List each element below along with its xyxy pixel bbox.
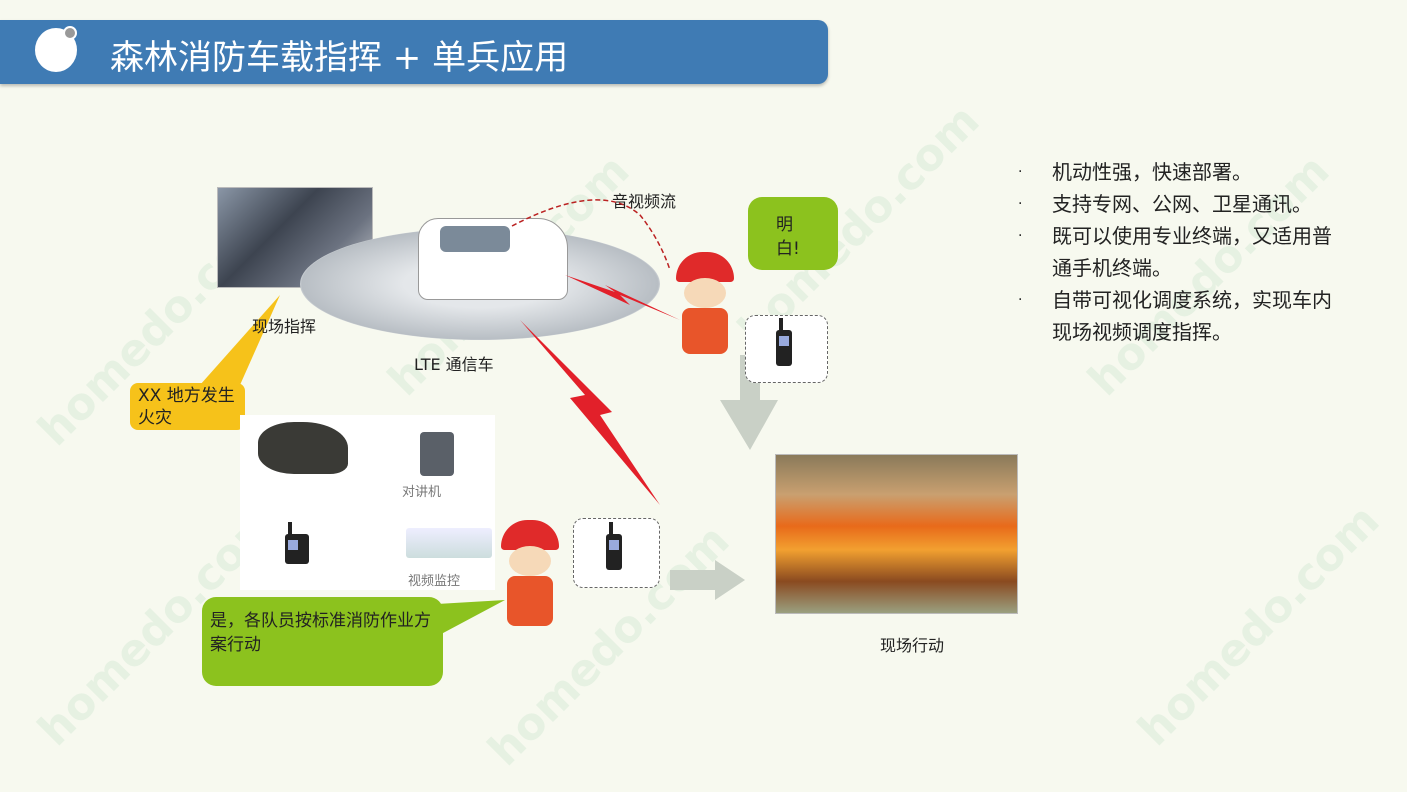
action-label: 现场行动 (880, 636, 945, 655)
av-stream-link (511, 199, 671, 271)
lightning-bolt-icon (565, 275, 680, 320)
video-monitor-icon (406, 528, 492, 558)
command-label: 现场指挥 (252, 317, 317, 336)
walkie-talkie-icon (420, 432, 454, 476)
radio-icon (606, 522, 622, 570)
feature-item: ·自带可视化调度系统，实现车内现场视频调度指挥。 (1018, 288, 1332, 344)
title-bar (0, 20, 828, 84)
feature-item: ·机动性强，快速部署。 (1018, 160, 1252, 184)
page-title: 森林消防车载指挥 + 单兵应用 (110, 38, 569, 78)
vehicle-label: LTE 通信车 (414, 355, 494, 374)
right-arrow-icon (670, 560, 745, 600)
fire-alert-bubble: XX 地方发生火灾 (130, 383, 245, 430)
feature-item: ·支持专网、公网、卫星通讯。 (1018, 192, 1312, 216)
firefighter-icon (495, 520, 565, 628)
helmet-camera-icon (258, 422, 348, 474)
title-bullet-dot-icon (63, 26, 77, 40)
vehicle-window (440, 226, 510, 252)
feature-item: ·既可以使用专业终端，又适用普通手机终端。 (1018, 224, 1332, 280)
down-arrow-icon (720, 355, 778, 450)
bubble-tail (200, 295, 280, 385)
feature-list: ·机动性强，快速部署。 ·支持专网、公网、卫星通讯。 ·既可以使用专业终端，又适… (1018, 156, 1348, 348)
radio-icon (776, 318, 792, 366)
team-response-bubble: 是，各队员按标准消防作业方案行动 (202, 597, 443, 686)
fire-scene-photo (775, 454, 1018, 614)
device-label-walkie: 对讲机 (402, 485, 442, 500)
firefighter-icon (668, 252, 742, 356)
handheld-terminal-icon (285, 522, 309, 564)
device-label-monitor: 视频监控 (408, 574, 461, 589)
reply-bubble: 明白! (748, 197, 838, 270)
lightning-bolt-icon (520, 320, 660, 505)
